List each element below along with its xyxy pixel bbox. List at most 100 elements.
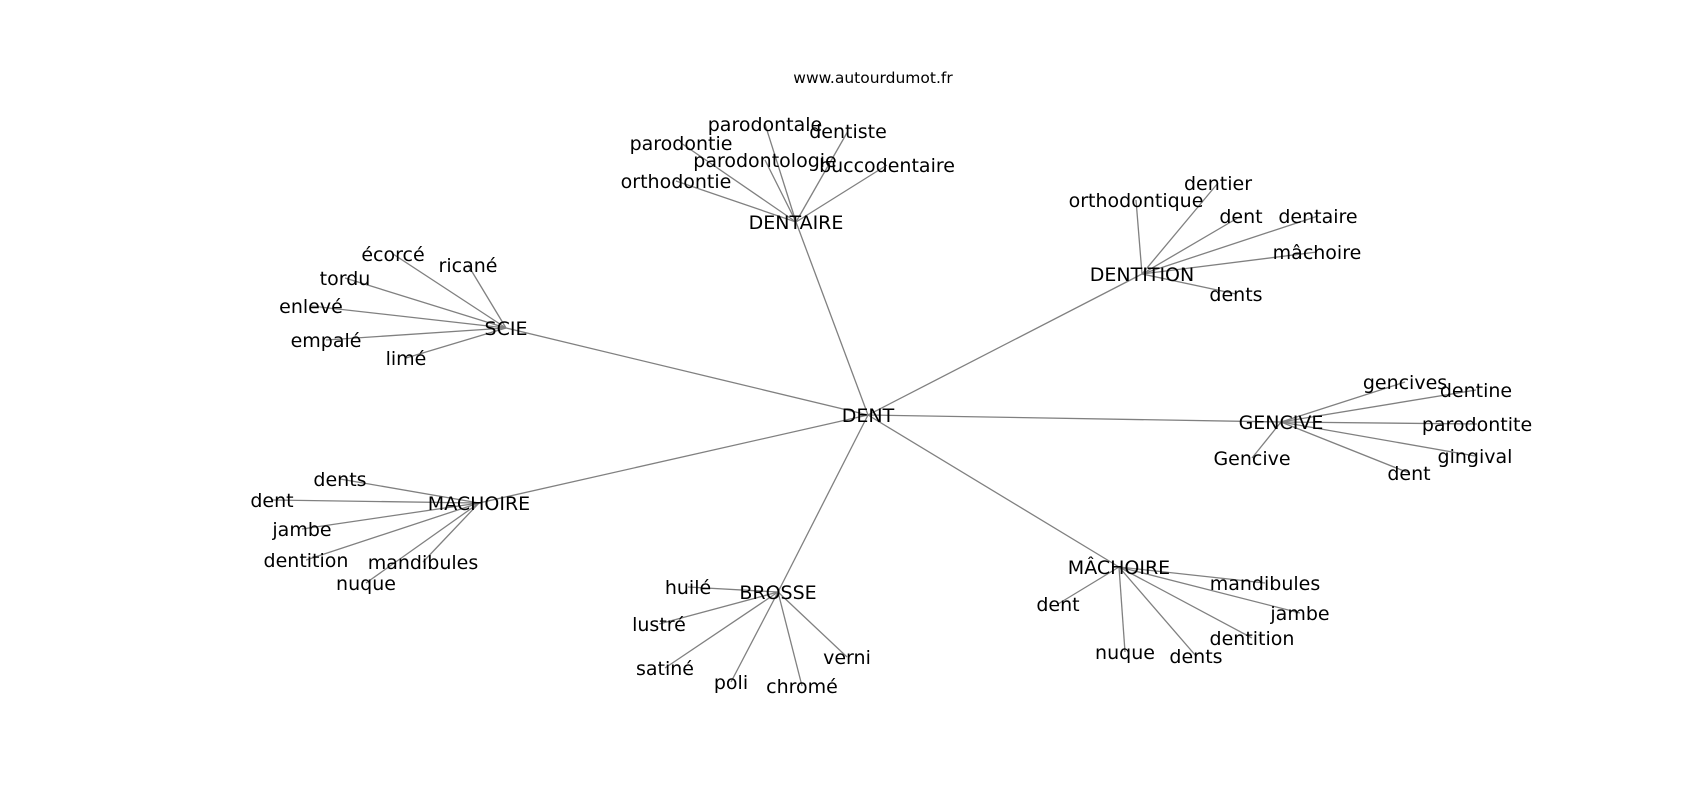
edge-dentition-1-dent	[1141, 215, 1242, 275]
leaf-node-enleve: enlevé	[279, 296, 343, 318]
leaf-node-nuque: nuque	[1095, 642, 1155, 664]
edge-machoire-4-jambe	[301, 502, 480, 530]
leaf-node-dentition: dentition	[264, 550, 349, 572]
edge-dentition-1-machoire	[1141, 251, 1318, 275]
edge-gencive-3-gingival	[1280, 421, 1476, 457]
leaf-node-dentier: dentier	[1184, 173, 1252, 195]
edge-machoire-6-jambe	[1118, 566, 1301, 614]
leaf-node-machoire: mâchoire	[1273, 242, 1362, 264]
edge-scie-2-lime	[405, 327, 507, 359]
leaf-node-tordu: tordu	[320, 268, 371, 290]
leaf-node-chrome: chromé	[766, 676, 838, 698]
leaf-node-dentiste: dentiste	[809, 121, 887, 143]
edge-scie-2-ecorce	[392, 253, 507, 329]
edge-scie-2-tordu	[344, 277, 507, 329]
edge-dentition-1-orthodontique	[1135, 199, 1143, 275]
leaf-node-orthodontique: orthodontique	[1069, 190, 1204, 212]
edge-machoire-4-dent	[271, 499, 480, 504]
edge-gencive-3-parodontite	[1280, 421, 1478, 425]
hub-node-machoire-6: MÂCHOIRE	[1068, 556, 1170, 579]
hub-node-dentaire-0: DENTAIRE	[749, 212, 844, 234]
leaf-node-parodontologie: parodontologie	[693, 150, 836, 172]
leaf-node-mandibules: mandibules	[368, 552, 479, 574]
leaf-node-dent: dent	[1387, 463, 1430, 485]
leaf-node-parodontite: parodontite	[1422, 414, 1532, 436]
edge-center-dentaire-0	[795, 221, 869, 416]
leaf-node-dents: dents	[1169, 646, 1222, 668]
edge-brosse-5-chrome	[777, 591, 803, 687]
edge-brosse-5-huile	[687, 586, 779, 593]
edge-center-machoire-4	[478, 414, 869, 504]
hub-node-machoire-4: MACHOIRE	[428, 493, 530, 515]
leaf-node-lime: limé	[386, 348, 427, 370]
graph-edges	[271, 123, 1478, 687]
leaf-node-parodontie: parodontie	[630, 133, 733, 155]
edge-dentaire-0-dentiste	[795, 130, 849, 223]
leaf-node-dentine: dentine	[1440, 380, 1512, 402]
edge-brosse-5-lustre	[658, 591, 779, 625]
edge-machoire-6-dents	[1118, 566, 1197, 657]
edge-dentition-1-dentaire	[1141, 215, 1319, 275]
leaf-node-dent: dent	[1219, 206, 1262, 228]
edge-brosse-5-satine	[664, 591, 779, 669]
leaf-node-nuque: nuque	[336, 573, 396, 595]
edge-dentition-1-dents	[1141, 273, 1237, 295]
hub-node-brosse-5: BROSSE	[739, 582, 816, 604]
edge-gencive-3-dentine	[1280, 389, 1477, 423]
edge-machoire-4-nuque	[365, 502, 480, 584]
edge-machoire-6-dent	[1057, 566, 1120, 605]
leaf-node-dent: dent	[250, 490, 293, 512]
edge-dentaire-0-parodontie	[680, 142, 797, 223]
leaf-node-orthodontie: orthodontie	[621, 171, 732, 193]
edge-center-dentition-1	[867, 273, 1143, 416]
edge-machoire-4-mandibules	[422, 502, 480, 563]
edge-center-brosse-5	[777, 414, 869, 593]
leaf-node-verni: verni	[823, 647, 871, 669]
edge-dentaire-0-parodontale	[764, 123, 797, 223]
edge-gencive-3-dent	[1280, 421, 1410, 474]
leaf-node-dentition: dentition	[1210, 628, 1295, 650]
leaf-node-jambe: jambe	[271, 519, 331, 541]
leaf-node-empale: empalé	[291, 330, 362, 352]
leaf-node-satine: satiné	[636, 658, 694, 680]
hub-node-scie-2: SCIE	[485, 318, 528, 340]
edge-gencive-3-gencive	[1251, 421, 1282, 459]
leaf-node-jambe: jambe	[1269, 603, 1329, 625]
edge-machoire-4-dents	[339, 478, 480, 504]
leaf-node-mandibules: mandibules	[1210, 573, 1321, 595]
hub-node-gencive-3: GENCIVE	[1239, 412, 1324, 434]
leaf-node-ecorce: écorcé	[361, 244, 424, 266]
leaf-node-gencives: gencives	[1363, 372, 1447, 394]
edge-brosse-5-poli	[730, 591, 779, 683]
edge-scie-2-enleve	[310, 305, 507, 329]
leaf-node-dentaire: dentaire	[1278, 206, 1357, 228]
hub-node-dentition-1: DENTITION	[1090, 264, 1194, 286]
edge-center-scie-2	[505, 327, 869, 416]
edge-machoire-6-dentition	[1118, 566, 1253, 639]
edge-center-gencive-3	[867, 414, 1282, 423]
edge-gencive-3-gencives	[1280, 381, 1406, 423]
leaf-node-poli: poli	[714, 672, 748, 694]
center-node: DENT	[842, 405, 895, 427]
leaf-node-huile: huilé	[665, 577, 711, 599]
edge-brosse-5-verni	[777, 591, 848, 658]
edge-scie-2-ricane	[467, 264, 507, 329]
edge-dentition-1-dentier	[1141, 182, 1219, 275]
leaf-node-parodontale: parodontale	[708, 114, 823, 136]
leaf-node-ricane: ricané	[439, 255, 498, 277]
leaf-node-gingival: gingival	[1438, 446, 1513, 468]
leaf-node-dents: dents	[1209, 284, 1262, 306]
leaf-node-lustre: lustré	[632, 614, 686, 636]
edge-dentaire-0-buccodentaire	[795, 164, 888, 223]
leaf-node-dent: dent	[1036, 594, 1079, 616]
edge-scie-2-empale	[325, 327, 507, 341]
leaf-node-gencive: Gencive	[1213, 448, 1290, 470]
edge-machoire-6-mandibules	[1118, 566, 1266, 584]
site-label: www.autourdumot.fr	[793, 69, 953, 87]
edge-center-machoire-6	[867, 414, 1120, 568]
edge-dentaire-0-parodontologie	[764, 159, 797, 223]
edge-machoire-4-dentition	[305, 502, 480, 561]
leaf-node-dents: dents	[313, 469, 366, 491]
